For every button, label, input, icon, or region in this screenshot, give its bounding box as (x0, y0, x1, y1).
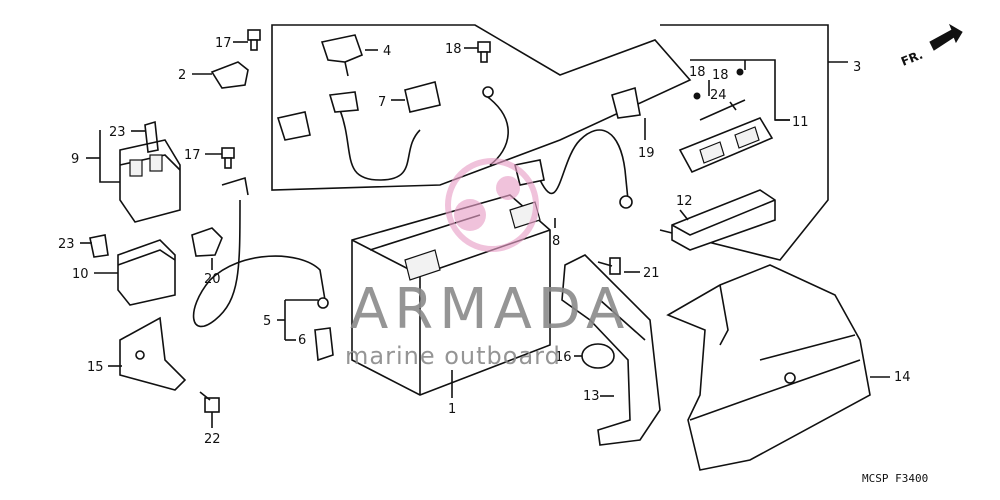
callout-5: 5 (263, 314, 271, 329)
bolt-22 (199, 391, 220, 413)
bolt-17-mid (221, 147, 235, 169)
bolt-18-cable (477, 41, 491, 63)
diagram-code: MCSP F3400 (862, 472, 928, 485)
callout-19: 19 (638, 146, 655, 161)
callout-24: 24 (710, 88, 727, 103)
callout-2: 2 (178, 68, 186, 83)
watermark: ARMADA marine outboard (345, 158, 630, 370)
callout-11: 11 (792, 115, 809, 130)
leader-lines (80, 41, 890, 428)
callout-3: 3 (853, 60, 861, 75)
callout-21: 21 (643, 266, 660, 281)
callout-17-top: 17 (215, 36, 232, 51)
watermark-logo (445, 158, 539, 252)
clip-2 (210, 61, 249, 89)
battery-stay-15 (119, 316, 187, 391)
starter-relay (119, 120, 181, 223)
fuse-cover-12 (671, 189, 776, 251)
callout-18-holder-right: 18 (712, 68, 729, 83)
callout-20: 20 (204, 272, 221, 287)
callout-23-cover: 23 (58, 237, 75, 252)
callout-9: 9 (71, 152, 79, 167)
callout-8: 8 (552, 234, 560, 249)
bolt-21 (597, 257, 621, 275)
battery-case-14 (666, 264, 871, 471)
front-direction-arrow: FR. (899, 23, 963, 69)
sub-cable-19 (514, 86, 641, 209)
callout-15: 15 (87, 360, 104, 375)
battery-band-13 (561, 254, 661, 446)
terminal-cap (314, 327, 334, 362)
callout-7: 7 (378, 95, 386, 110)
callout-14: 14 (894, 370, 911, 385)
relay-cover (89, 234, 176, 306)
positive-cable (276, 81, 509, 181)
callout-16: 16 (555, 350, 572, 365)
callout-4: 4 (383, 44, 391, 59)
callout-18-holder-left: 18 (689, 65, 706, 80)
watermark-tagline: marine outboard (345, 342, 561, 370)
terminal-cover-4 (320, 34, 364, 77)
clip-20 (191, 227, 223, 257)
callout-13: 13 (583, 389, 600, 404)
watermark-brand: ARMADA (350, 277, 630, 342)
callout-labels: 1 2 3 4 5 6 7 8 9 10 11 12 13 14 15 16 1… (58, 36, 911, 447)
callout-6: 6 (298, 333, 306, 348)
front-direction-label: FR. (899, 48, 925, 69)
callout-1: 1 (448, 402, 456, 417)
negative-cable (192, 176, 329, 328)
callout-17-mid: 17 (184, 148, 201, 163)
callout-12: 12 (676, 194, 693, 209)
fuse-holder-11 (678, 68, 774, 174)
callout-10: 10 (72, 267, 89, 282)
bolt-17-top (247, 29, 261, 51)
callout-23-relay: 23 (109, 125, 126, 140)
clamp-16 (581, 343, 615, 369)
callout-18-cable: 18 (445, 42, 462, 57)
callout-22: 22 (204, 432, 221, 447)
